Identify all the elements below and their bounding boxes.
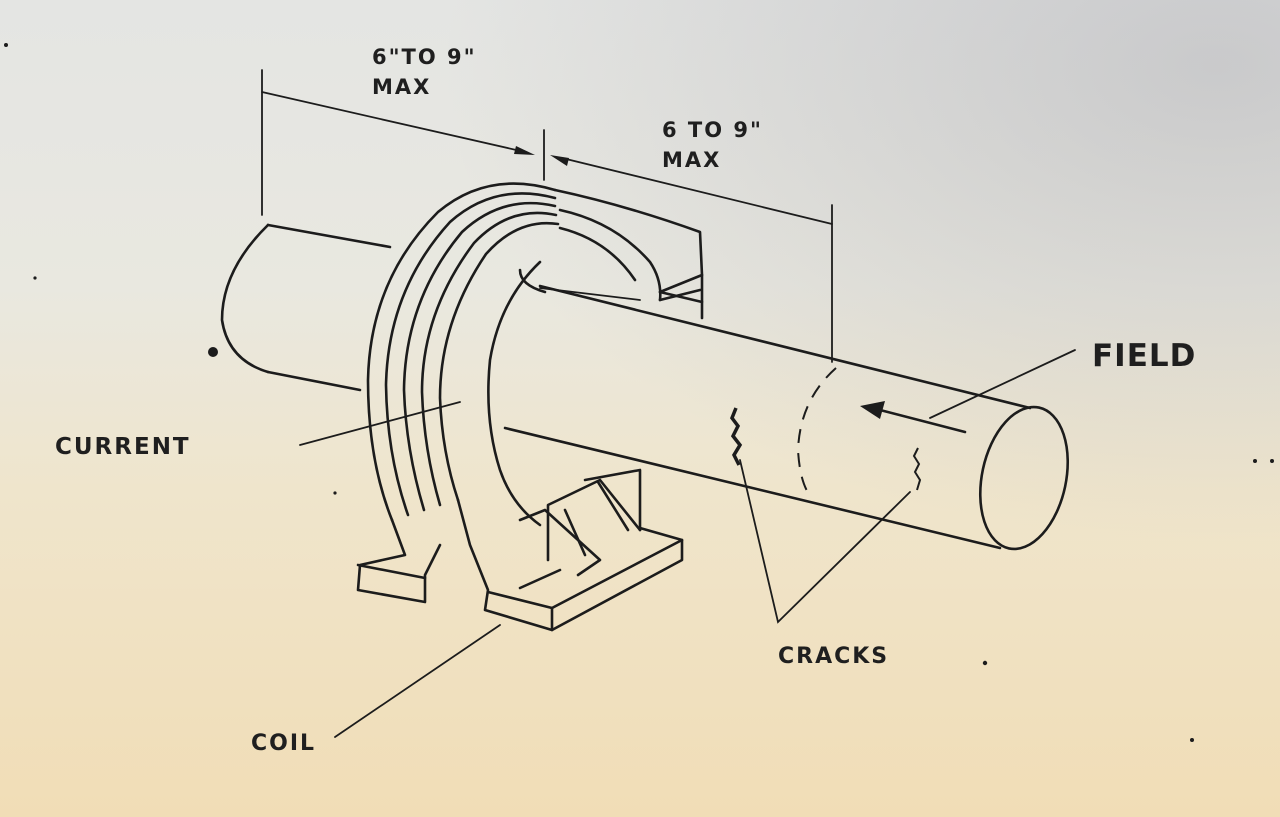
dimension-right-line2: MAX — [662, 148, 722, 172]
shaft — [208, 223, 1070, 551]
field-arrow — [860, 401, 967, 434]
support-base — [356, 468, 684, 632]
dimension-left-line2: MAX — [372, 75, 432, 99]
coil-label: COIL — [251, 731, 317, 756]
paper-specks — [4, 43, 1274, 742]
cracks-marks — [730, 407, 922, 491]
field-label: FIELD — [1092, 338, 1197, 374]
dimension-left-line1: 6"TO 9" — [372, 45, 477, 69]
dimension-left-label: 6"TO 9" MAX — [372, 42, 477, 102]
dimension-lines — [261, 69, 833, 363]
dimension-right-line1: 6 TO 9" — [662, 118, 763, 142]
cracks-label: CRACKS — [778, 644, 890, 669]
leader-lines — [299, 349, 1076, 738]
dimension-right-label: 6 TO 9" MAX — [662, 115, 763, 175]
coil — [366, 182, 704, 527]
current-label: CURRENT — [55, 434, 191, 460]
